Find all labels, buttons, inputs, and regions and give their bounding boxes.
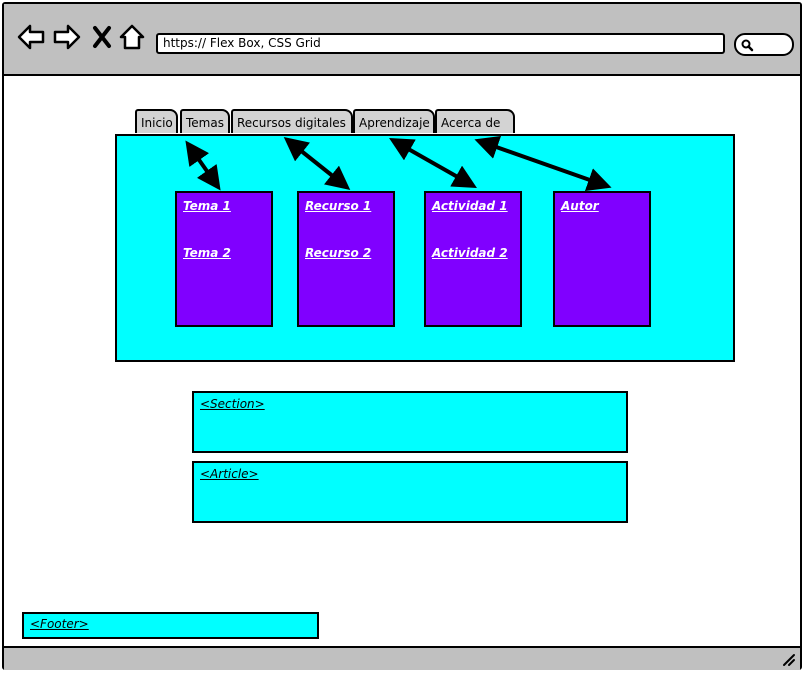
arrow-acerca-de — [474, 136, 612, 191]
footer-box: <Footer> — [22, 612, 319, 639]
card-temas: Tema 1 Tema 2 — [175, 191, 273, 327]
browser-toolbar: https:// Flex Box, CSS Grid — [4, 4, 800, 76]
tab-card-arrows — [185, 136, 612, 191]
link-tema-1[interactable]: Tema 1 — [183, 199, 231, 213]
footer-label[interactable]: <Footer> — [30, 617, 89, 631]
tab-aprendizaje[interactable]: Aprendizaje — [353, 109, 435, 133]
tab-inicio[interactable]: Inicio — [135, 109, 178, 133]
search-field[interactable] — [734, 33, 794, 56]
tab-acerca-de[interactable]: Acerca de — [435, 109, 515, 133]
section-box: <Section> — [192, 391, 628, 453]
forward-icon[interactable] — [52, 22, 82, 52]
tab-recursos-digitales[interactable]: Recursos digitales — [231, 109, 353, 133]
search-icon — [741, 39, 754, 52]
link-recurso-2[interactable]: Recurso 2 — [305, 246, 372, 260]
arrow-recursos — [283, 137, 351, 190]
section-label[interactable]: <Section> — [200, 397, 265, 411]
tab-temas[interactable]: Temas — [180, 109, 230, 133]
link-actividad-1[interactable]: Actividad 1 — [432, 199, 508, 213]
link-actividad-2[interactable]: Actividad 2 — [432, 246, 508, 260]
resize-grip-icon[interactable] — [780, 651, 796, 667]
link-recurso-1[interactable]: Recurso 1 — [305, 199, 372, 213]
link-autor[interactable]: Autor — [561, 199, 599, 213]
card-autor: Autor — [553, 191, 651, 327]
back-icon[interactable] — [16, 22, 46, 52]
link-tema-2[interactable]: Tema 2 — [183, 246, 231, 260]
home-icon[interactable] — [118, 22, 146, 52]
article-label[interactable]: <Article> — [200, 467, 259, 481]
article-box: <Article> — [192, 461, 628, 523]
arrow-temas — [185, 140, 221, 191]
card-actividades: Actividad 1 Actividad 2 — [424, 191, 522, 327]
arrow-aprendizaje — [389, 138, 477, 188]
close-icon[interactable] — [90, 22, 114, 52]
url-bar[interactable]: https:// Flex Box, CSS Grid — [156, 33, 725, 54]
browser-status-bar — [4, 646, 800, 670]
card-recursos: Recurso 1 Recurso 2 — [297, 191, 395, 327]
